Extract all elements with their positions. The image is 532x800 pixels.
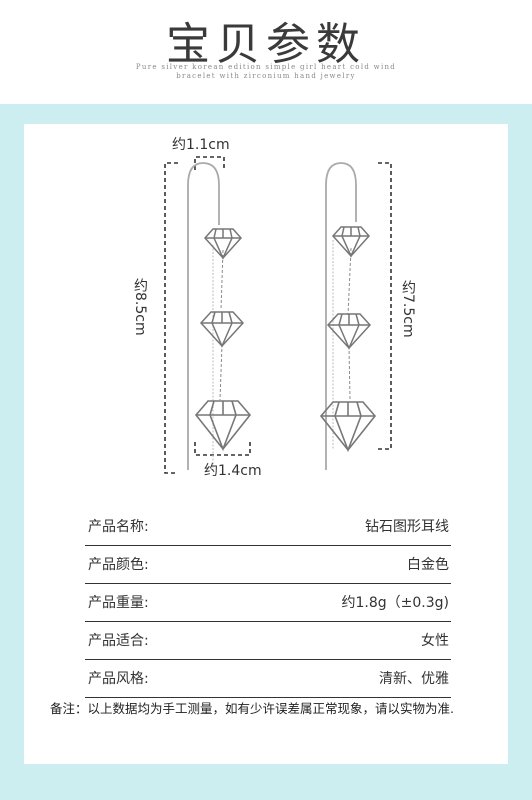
subtitle-line-2: bracelet with zirconium hand jewelry [176,72,356,80]
content-card [24,124,508,764]
right-length-marker [378,162,392,450]
disclaimer-note: 备注：以上数据均为手工测量，如有少许误差属正常现象，请以实物为准. [50,701,454,716]
spec-row: 产品颜色: 白金色 [85,546,451,584]
dimension-lines [164,156,392,474]
left-earring [187,162,252,470]
left-length-marker [164,162,178,474]
diamond-charm-large-right [319,401,377,453]
spec-value: 女性 [421,633,449,649]
diamond-charm-small-right [331,226,371,258]
spec-row: 产品风格: 清新、优雅 [85,660,451,698]
subtitle-line-1: Pure silver korean edition simple girl h… [135,63,397,71]
spec-row: 产品适合: 女性 [85,622,451,660]
spec-table: 产品名称: 钻石图形耳线 产品颜色: 白金色 产品重量: 约1.8g（±0.3g… [85,508,451,698]
width-top-label: 约1.1cm [172,137,230,153]
diamond-charm-medium [199,311,245,348]
spec-label: 产品风格: [88,671,149,687]
earring-illustration [164,156,392,474]
length-left-label: 约8.5cm [132,278,148,336]
spec-label: 产品名称: [88,519,149,535]
spec-value: 清新、优雅 [379,671,449,687]
header: 宝贝参数 Pure silver korean edition simple g… [0,0,532,104]
spec-value: 约1.8g（±0.3g) [341,595,450,611]
spec-value: 钻石图形耳线 [365,519,449,535]
diamond-charm-small [203,228,243,260]
width-bottom-label: 约1.4cm [204,463,262,479]
right-earring [319,162,377,470]
spec-row: 产品重量: 约1.8g（±0.3g) [85,584,451,622]
page-title: 宝贝参数 [166,19,366,70]
spec-row: 产品名称: 钻石图形耳线 [85,508,451,546]
spec-label: 产品颜色: [88,557,149,573]
length-right-label: 约7.5cm [400,280,416,338]
diamond-charm-medium-right [326,313,372,350]
spec-label: 产品重量: [88,595,149,611]
spec-value: 白金色 [407,557,449,573]
diamond-charm-large [194,400,252,452]
spec-label: 产品适合: [88,633,149,649]
